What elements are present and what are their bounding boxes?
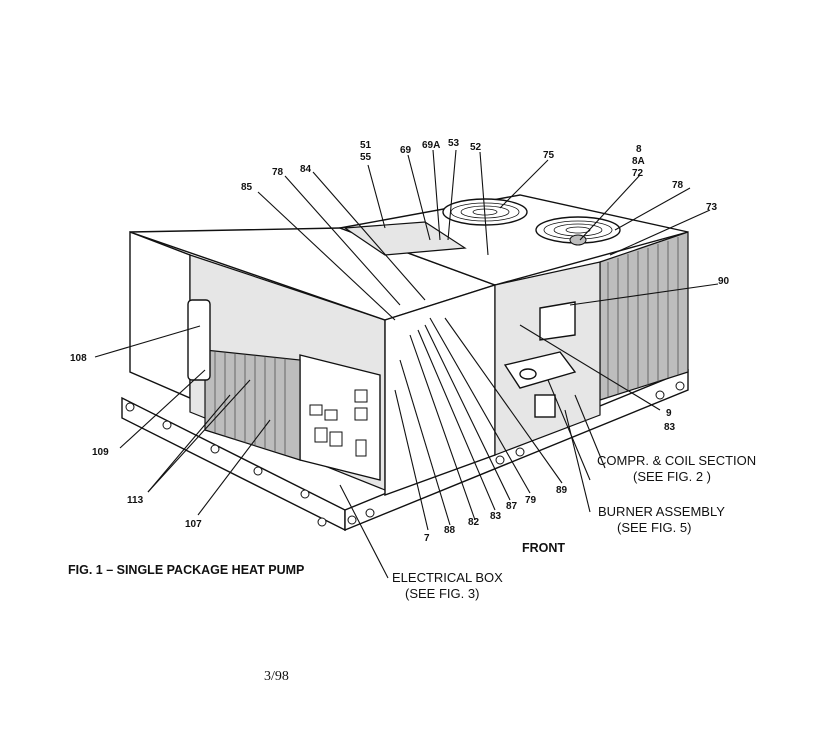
blower-housing: [187, 299, 211, 381]
callout-88: 88: [444, 525, 456, 536]
gas-valve: [534, 394, 556, 418]
callout-72: 72: [632, 168, 644, 179]
callout-51: 51: [360, 140, 372, 151]
outdoor-coil: [599, 231, 689, 401]
indoor-coil: [204, 349, 301, 461]
section-labels: COMPR. & COIL SECTION (SEE FIG. 2 ) BURN…: [68, 453, 756, 684]
burner-assembly-ref: (SEE FIG. 5): [617, 520, 691, 535]
compr-coil-section-label: COMPR. & COIL SECTION: [597, 453, 756, 468]
callout-7: 7: [424, 533, 430, 544]
electrical-components: [309, 389, 368, 457]
burner-assembly-label: BURNER ASSEMBLY: [598, 504, 725, 519]
callout-82: 82: [468, 517, 480, 528]
page-code: 3/98: [264, 669, 289, 684]
callout-84: 84: [300, 164, 312, 175]
callout-107: 107: [185, 519, 202, 530]
callout-90: 90: [718, 276, 730, 287]
figure-caption: FIG. 1 – SINGLE PACKAGE HEAT PUMP: [68, 563, 304, 577]
electrical-box: [299, 354, 381, 481]
callout-8a: 8A: [632, 156, 645, 167]
callout-8: 8: [636, 144, 642, 155]
indoor-coil-fins: [214, 351, 286, 455]
left-end-panel: [129, 230, 191, 400]
callout-69a: 69A: [422, 140, 440, 151]
callout-87: 87: [506, 501, 518, 512]
callout-83-right: 83: [664, 422, 676, 433]
callout-69: 69: [400, 145, 412, 156]
callout-52: 52: [470, 142, 482, 153]
callout-78: 78: [272, 167, 284, 178]
callout-89: 89: [556, 485, 568, 496]
callout-109: 109: [92, 447, 109, 458]
base-rail-holes: [125, 381, 685, 527]
condenser-fan-right: [535, 216, 621, 246]
callout-83: 83: [490, 511, 502, 522]
callout-85: 85: [241, 182, 253, 193]
callout-113: 113: [127, 495, 144, 506]
callout-78-right: 78: [672, 180, 684, 191]
callout-75: 75: [543, 150, 555, 161]
callout-numbers: 51 55 69 69A 53 52 75 8 8A 72 78 73 90 8…: [70, 138, 730, 544]
burner-port: [519, 368, 537, 380]
electrical-box-label: ELECTRICAL BOX: [392, 570, 503, 585]
compressor: [539, 301, 576, 341]
electrical-box-ref: (SEE FIG. 3): [405, 586, 479, 601]
callout-9: 9: [666, 408, 672, 419]
outdoor-coil-fins: [607, 237, 679, 398]
callout-53: 53: [448, 138, 460, 149]
callout-108: 108: [70, 353, 87, 364]
burner-assembly-box: [503, 351, 577, 389]
leader-lines: [94, 149, 719, 579]
callout-73: 73: [706, 202, 718, 213]
callout-79: 79: [525, 495, 537, 506]
callout-55: 55: [360, 152, 372, 163]
front-label: FRONT: [522, 541, 565, 555]
compr-coil-section-ref: (SEE FIG. 2 ): [633, 469, 711, 484]
top-vent-grille: [343, 221, 467, 256]
